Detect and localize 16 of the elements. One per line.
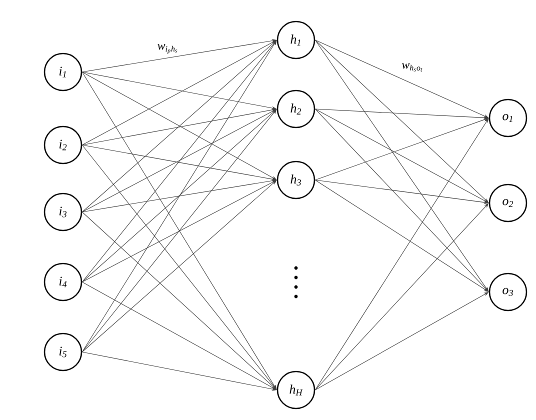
arrow — [82, 144, 277, 390]
arrow — [314, 40, 489, 203]
arrow — [314, 118, 489, 390]
arrow — [82, 212, 277, 390]
arrow — [82, 40, 277, 352]
arrow — [314, 40, 489, 292]
arrow — [82, 180, 277, 352]
arrow — [82, 109, 277, 352]
arrow — [314, 108, 489, 292]
arrow — [314, 203, 489, 390]
arrow — [82, 40, 277, 212]
arrow — [82, 40, 277, 282]
edge-label: w$_{iphs}$ — [156, 43, 180, 55]
edge-label: w$_{hsot}$ — [400, 62, 424, 72]
arrow — [82, 72, 277, 390]
arrow — [82, 109, 277, 282]
